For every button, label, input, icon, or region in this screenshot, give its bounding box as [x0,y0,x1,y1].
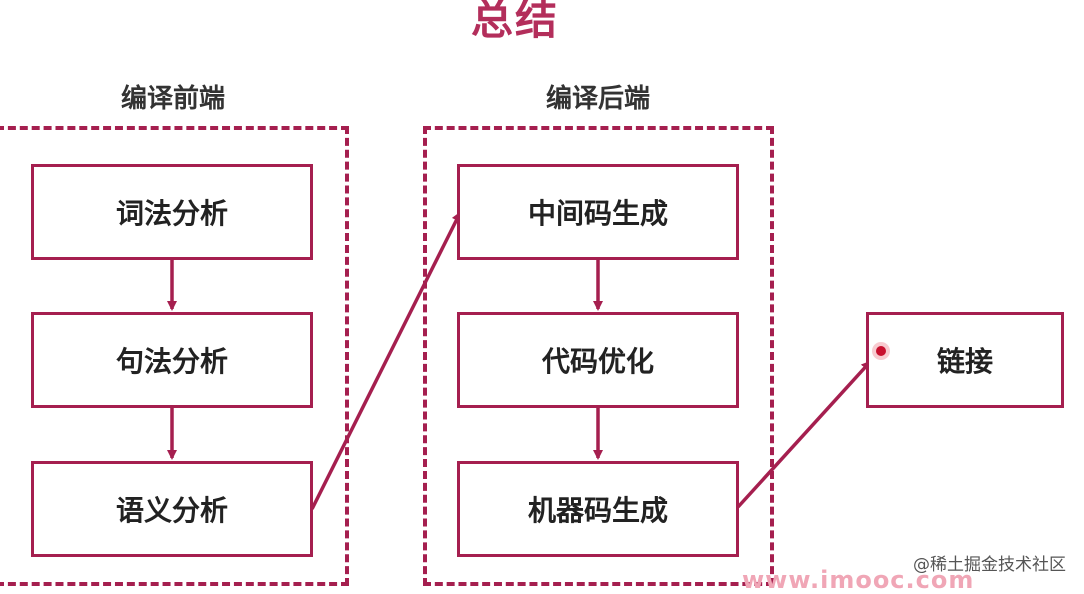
step-ir-generation: 中间码生成 [457,164,739,260]
step-code-optimization: 代码优化 [457,312,739,408]
cursor-pointer [876,346,886,356]
step-lexical-analysis: 词法分析 [31,164,313,260]
step-linking: 链接 [866,312,1064,408]
arrow-backend-to-link [736,360,872,509]
step-machine-code-generation: 机器码生成 [457,461,739,557]
frontend-group [0,126,349,586]
backend-group [423,126,774,586]
frontend-label: 编译前端 [120,84,225,114]
step-syntax-analysis: 句法分析 [31,312,313,408]
backend-label: 编译后端 [545,84,650,114]
arrow-frontend-to-backend [310,211,462,510]
step-semantic-analysis: 语义分析 [31,461,313,557]
juejin-watermark: @稀土掘金技术社区 [913,555,1066,575]
page-title: 总结 [470,0,559,44]
